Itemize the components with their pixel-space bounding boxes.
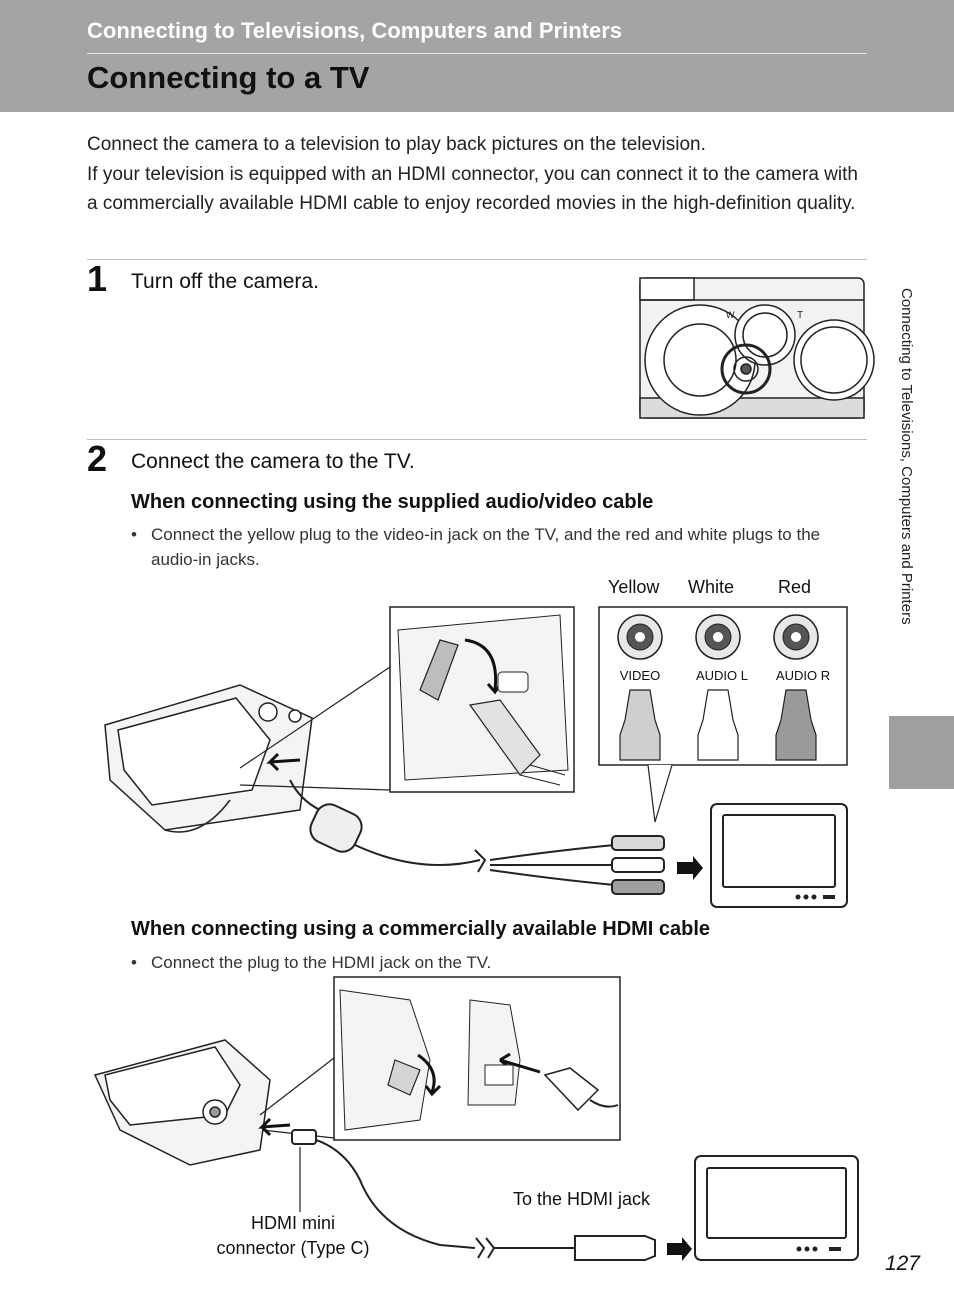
- hdmi-mini-connector-label: HDMI mini connector (Type C): [208, 1211, 378, 1261]
- jack-panel-callout: [647, 764, 673, 823]
- hdmi-zoom-line-bottom: [261, 1129, 335, 1139]
- to-hdmi-jack-label: To the HDMI jack: [513, 1189, 651, 1209]
- tv-jack-panel: VIDEO AUDIO L AUDIO R: [598, 606, 848, 766]
- bullet-dot: •: [131, 525, 137, 544]
- camera-top-illustration: W T: [639, 277, 875, 419]
- tv-illustration-av: [710, 803, 848, 908]
- side-tab-marker: [889, 716, 954, 789]
- hdmi-connector-label-line-2: connector (Type C): [216, 1238, 370, 1258]
- header-divider: [87, 53, 867, 54]
- intro-paragraph-1: Connect the camera to a television to pl…: [87, 134, 706, 155]
- av-cable-heading: When connecting using the supplied audio…: [131, 491, 654, 513]
- plug-label-red: Red: [778, 577, 812, 597]
- arrow-to-tv-av-icon: [677, 856, 703, 880]
- jack-audio-r: AUDIO R: [773, 614, 830, 761]
- section-header: [0, 0, 954, 112]
- av-cable-bullet-text: Connect the yellow plug to the video-in …: [151, 525, 821, 569]
- jack-label-video: VIDEO: [620, 668, 660, 683]
- divider-step-1: [87, 259, 867, 260]
- av-cable: [289, 779, 665, 895]
- jack-label-audio-l: AUDIO L: [696, 668, 748, 683]
- zoom-line-top: [239, 666, 391, 769]
- section-title: Connecting to Televisions, Computers and…: [87, 18, 623, 43]
- insert-arrow-icon: [266, 752, 301, 772]
- camera-illustration-hdmi: [93, 1039, 271, 1166]
- svg-text:W: W: [726, 310, 735, 320]
- hdmi-insert-arrow-icon: [258, 1117, 291, 1137]
- arrow-to-tv-hdmi-icon: [667, 1237, 692, 1261]
- plug-label-white: White: [688, 577, 735, 597]
- side-tab-text: Connecting to Televisions, Computers and…: [898, 288, 915, 625]
- hdmi-cable-bullet-text: Connect the plug to the HDMI jack on the…: [151, 953, 492, 972]
- jack-audio-l: AUDIO L: [695, 614, 748, 761]
- hdmi-connector-label-line-1: HDMI mini: [251, 1213, 335, 1233]
- bullet-dot: •: [131, 953, 137, 972]
- page-title: Connecting to a TV: [87, 60, 370, 95]
- step-2-number: 2: [87, 438, 108, 479]
- hdmi-cable-bullet: • Connect the plug to the HDMI jack on t…: [131, 950, 867, 975]
- jack-label-audio-r: AUDIO R: [776, 668, 830, 683]
- plug-label-yellow: Yellow: [608, 577, 660, 597]
- hdmi-port-detail: [333, 976, 621, 1141]
- step-1-number: 1: [87, 258, 108, 299]
- jack-video: VIDEO: [617, 614, 663, 761]
- intro-paragraph-2: If your television is equipped with an H…: [87, 163, 858, 215]
- camera-illustration-av: [104, 684, 313, 833]
- svg-text:T: T: [797, 310, 803, 321]
- step-1-text: Turn off the camera.: [131, 270, 319, 293]
- divider-step-2: [87, 439, 867, 440]
- tv-illustration-hdmi: [694, 1155, 859, 1261]
- intro-text: Connect the camera to a television to pl…: [87, 130, 867, 219]
- step-2-text: Connect the camera to the TV.: [131, 450, 415, 473]
- hdmi-cable-heading: When connecting using a commercially ava…: [131, 918, 711, 940]
- page-number: 127: [884, 1252, 920, 1275]
- hdmi-zoom-line-top: [259, 1057, 335, 1116]
- av-cable-bullet: • Connect the yellow plug to the video-i…: [131, 522, 867, 572]
- av-port-detail: [389, 606, 575, 793]
- zoom-line-bottom: [239, 784, 391, 791]
